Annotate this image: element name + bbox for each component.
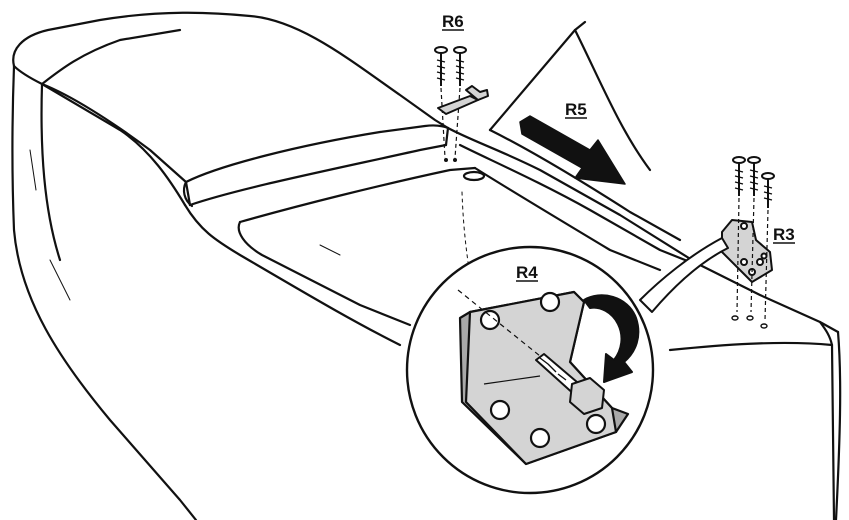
- r6-small-bracket: [437, 85, 489, 115]
- label-r4: R4: [516, 263, 538, 282]
- r6-holes: [444, 158, 457, 162]
- r3-bracket: [721, 219, 773, 283]
- r4-callout-pointer: [639, 237, 729, 313]
- furniture-body: [11, 11, 842, 520]
- r4-screw-closeup: [535, 353, 605, 415]
- label-r6: R6: [442, 12, 464, 31]
- r3-dashed-guides: [736, 197, 769, 321]
- r6-screws: [434, 46, 467, 86]
- label-r3: R3: [773, 225, 795, 244]
- r3-screws: [732, 156, 775, 208]
- r4-bracket-closeup: [458, 290, 630, 466]
- r6-dashed-guides: [440, 87, 461, 159]
- label-r5: R5: [565, 100, 587, 119]
- r4-rotation-arrow: [583, 294, 640, 383]
- r3-holes: [731, 315, 768, 329]
- r5-direction-arrow: [519, 115, 626, 185]
